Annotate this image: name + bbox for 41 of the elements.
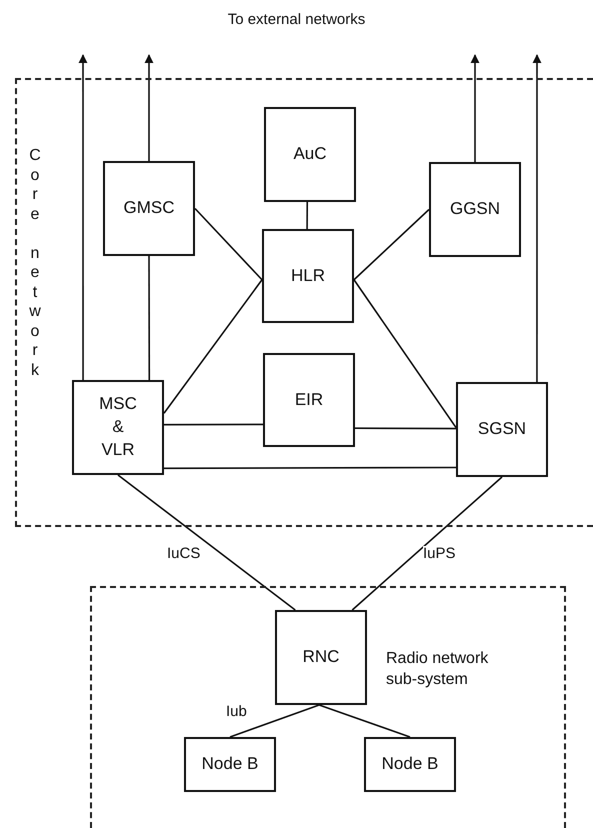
connector-line — [352, 476, 503, 611]
connector-line — [306, 202, 308, 229]
connector-line — [163, 279, 263, 414]
element-label: EIR — [294, 390, 324, 410]
network-element-box — [72, 380, 164, 475]
connector-line — [194, 208, 263, 280]
element-label: Node B — [382, 754, 438, 775]
connector-line — [353, 208, 430, 280]
network-element-box — [429, 162, 521, 257]
connector-line — [148, 256, 150, 380]
element-label: RNC — [302, 647, 340, 668]
network-element-box — [262, 229, 354, 323]
element-label: AuC — [293, 144, 327, 165]
arrow — [78, 54, 88, 380]
connector-line — [164, 424, 263, 426]
network-element-box — [264, 107, 356, 202]
element-label: GMSC — [124, 198, 174, 219]
element-label: SGSN — [478, 419, 526, 440]
connector-line — [164, 466, 456, 470]
element-label: MSC & VLR — [99, 393, 137, 461]
connector-line — [355, 427, 456, 430]
connector-line — [230, 704, 320, 738]
connector-line — [353, 279, 457, 428]
region-label: Radio network sub-system — [386, 649, 490, 690]
radio-subsystem-region — [90, 586, 566, 828]
core-network-region — [15, 78, 593, 527]
arrow — [144, 54, 154, 161]
network-element-box — [103, 161, 195, 256]
vertical-region-label: Core network — [28, 146, 42, 380]
network-element-box — [184, 737, 276, 792]
network-element-box — [364, 737, 456, 792]
connector-line — [118, 474, 296, 611]
element-label: Node B — [202, 754, 258, 775]
network-element-box — [456, 382, 548, 477]
element-label: GGSN — [450, 199, 500, 220]
element-label: HLR — [290, 266, 325, 286]
arrow — [532, 54, 542, 382]
network-element-box — [263, 353, 355, 447]
arrow — [470, 54, 480, 162]
connector-line — [318, 704, 410, 738]
network-element-box — [275, 610, 367, 705]
